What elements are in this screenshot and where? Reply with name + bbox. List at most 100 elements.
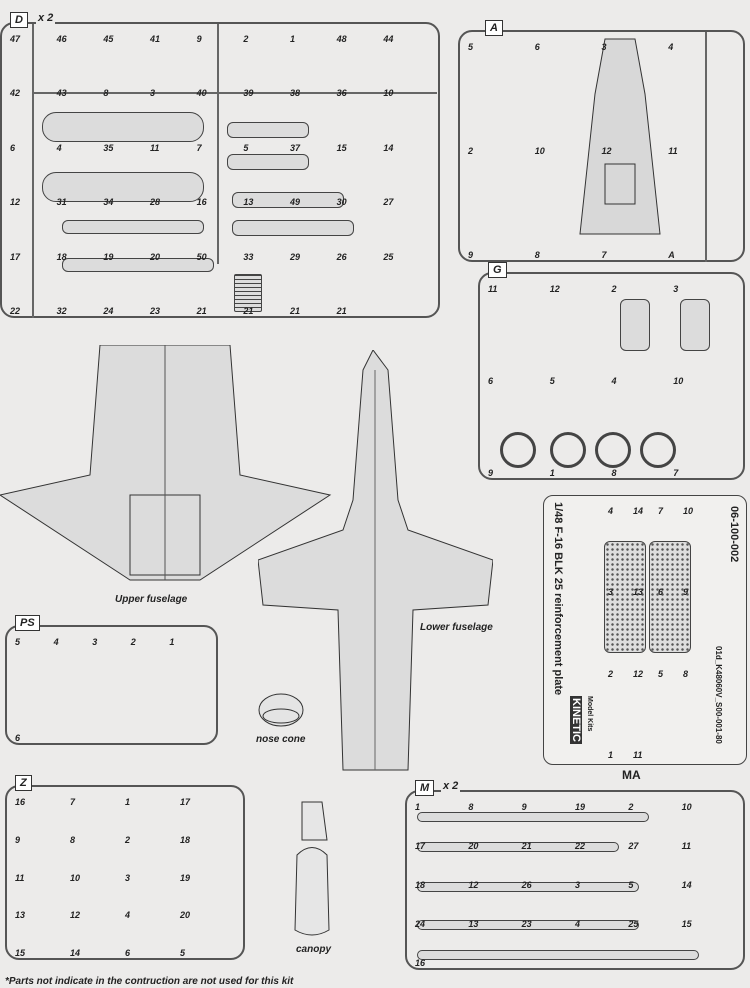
part-number: 41 bbox=[150, 34, 161, 44]
part-number: 3 bbox=[150, 88, 156, 99]
part-number: 46 bbox=[56, 34, 67, 44]
part-number: 8 bbox=[611, 468, 617, 478]
part-number: 31 bbox=[56, 197, 67, 208]
part-number: 10 bbox=[383, 88, 394, 99]
part-number: 24 bbox=[103, 306, 114, 316]
part-number: 11 bbox=[15, 872, 25, 883]
part-number: 16 bbox=[196, 197, 207, 208]
part-number: 4 bbox=[56, 142, 62, 153]
part-number: 36 bbox=[336, 88, 347, 99]
part-number: 3 bbox=[608, 587, 614, 598]
wheel bbox=[500, 432, 536, 468]
pe-subtitle: Model Kits bbox=[586, 696, 593, 732]
part-number: 22 bbox=[575, 841, 586, 851]
part-number: 23 bbox=[150, 306, 161, 316]
sprue-label: Z bbox=[15, 775, 32, 791]
pe-title: 1/48 F-16 BLK 25 reinforcement plate bbox=[552, 502, 564, 696]
part-number: 1 bbox=[290, 34, 296, 44]
missile-part bbox=[417, 812, 649, 822]
fuel-tank bbox=[42, 172, 204, 202]
part-number: 9 bbox=[468, 250, 474, 260]
part-number: 27 bbox=[628, 841, 639, 851]
part-number: 34 bbox=[103, 197, 114, 208]
part-number: 7 bbox=[196, 142, 202, 153]
part-number: 18 bbox=[56, 251, 67, 262]
part-number: 11 bbox=[150, 142, 160, 153]
pod-part bbox=[232, 192, 344, 208]
part-number: 15 bbox=[681, 919, 692, 929]
nose-cone-caption: nose cone bbox=[256, 734, 306, 745]
missile-part bbox=[417, 920, 639, 930]
sprue-label: A bbox=[485, 20, 503, 36]
upper-fuselage-drawing bbox=[0, 345, 332, 581]
part-number: 7 bbox=[70, 797, 76, 807]
pe-panel bbox=[649, 541, 691, 653]
part-number: 6 bbox=[488, 376, 494, 386]
part-number: 20 bbox=[180, 910, 191, 921]
part-number: 4 bbox=[608, 506, 614, 516]
part-number: 10 bbox=[70, 872, 81, 883]
part-number: 7 bbox=[658, 506, 664, 516]
missile-part bbox=[62, 220, 204, 234]
part-number: 18 bbox=[415, 880, 426, 890]
part-number: 40 bbox=[196, 88, 207, 99]
part-number: 45 bbox=[103, 34, 114, 44]
part-number: 8 bbox=[534, 250, 540, 260]
sprue-runner bbox=[217, 24, 219, 264]
lower-fuselage-caption: Lower fuselage bbox=[420, 622, 493, 633]
wheel bbox=[640, 432, 676, 468]
part-number: 6 bbox=[658, 587, 664, 598]
part-number: 7 bbox=[601, 250, 607, 260]
part-number: 26 bbox=[521, 880, 532, 890]
part-number: 1 bbox=[549, 468, 555, 478]
part-number: 25 bbox=[628, 919, 639, 929]
part-number: 8 bbox=[70, 834, 76, 845]
part-number: 21 bbox=[243, 306, 254, 316]
pylon-part bbox=[227, 154, 309, 170]
part-number: 26 bbox=[336, 251, 347, 262]
part-number: 13 bbox=[633, 587, 644, 598]
part-number: 3 bbox=[673, 284, 679, 294]
missile-part bbox=[417, 882, 639, 892]
kinetic-logo: KINETIC bbox=[570, 696, 582, 744]
canopy-drawing bbox=[294, 801, 330, 936]
part-number: 3 bbox=[575, 880, 581, 890]
part-number: 4 bbox=[125, 910, 131, 921]
part-number: 2 bbox=[130, 637, 136, 647]
part-number: 3 bbox=[92, 637, 98, 647]
part-number: 21 bbox=[196, 306, 207, 316]
pod-part bbox=[232, 220, 354, 236]
part-number: 10 bbox=[673, 376, 684, 386]
part-number: 4 bbox=[53, 637, 59, 647]
part-number: 49 bbox=[290, 197, 301, 208]
part-number: 20 bbox=[150, 251, 161, 262]
part-number: 12 bbox=[70, 910, 81, 921]
part-number: 33 bbox=[243, 251, 254, 262]
part-number: 1 bbox=[169, 637, 175, 647]
part-number: 9 bbox=[521, 802, 527, 812]
sprue-label: PS bbox=[15, 615, 40, 631]
part-number: 11 bbox=[668, 146, 678, 156]
part-number: 2 bbox=[608, 668, 614, 679]
pe-code: 06-100-002 bbox=[728, 506, 740, 563]
part-number: 11 bbox=[633, 750, 643, 760]
part-number: 12 bbox=[468, 880, 479, 890]
part-number: 8 bbox=[103, 88, 109, 99]
part-number: 19 bbox=[575, 802, 586, 812]
part-number: 2 bbox=[125, 834, 131, 845]
part-number: 14 bbox=[70, 948, 81, 958]
part-number: 11 bbox=[488, 284, 498, 294]
lower-fuselage-drawing bbox=[258, 350, 493, 771]
part-number: 15 bbox=[336, 142, 347, 153]
part-number: 12 bbox=[633, 668, 644, 679]
part-number: 5 bbox=[468, 42, 474, 52]
part-number: 5 bbox=[15, 637, 21, 647]
part-number: 29 bbox=[290, 251, 301, 262]
part-number: 19 bbox=[103, 251, 114, 262]
seat-part bbox=[620, 299, 650, 351]
part-number: 6 bbox=[534, 42, 540, 52]
part-number: 10 bbox=[681, 802, 692, 812]
canopy-caption: canopy bbox=[296, 944, 332, 955]
wheel bbox=[550, 432, 586, 468]
